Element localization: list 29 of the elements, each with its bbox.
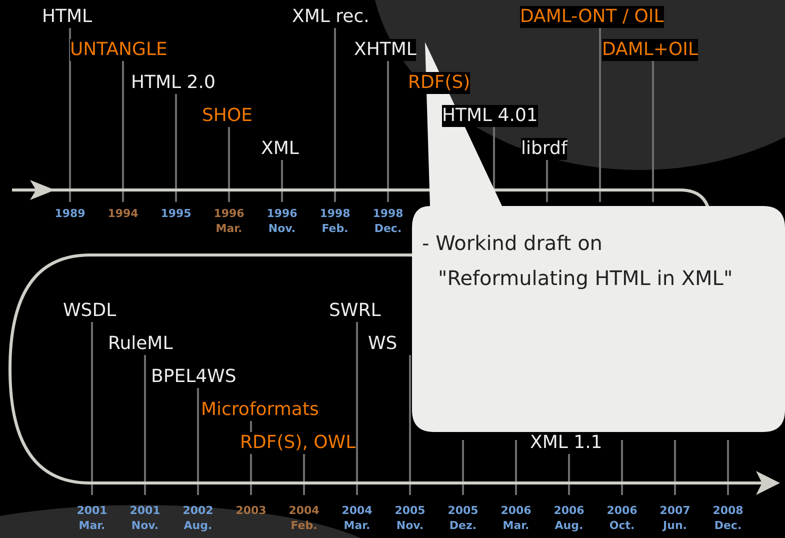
date-label: 1995 [160,206,192,221]
date-label: 1998 Dec. [372,206,404,236]
event-label: HTML 4.01 [442,105,538,127]
date-label: 1996 Mar. [212,206,246,236]
date-label: 2006 Aug. [552,503,586,533]
date-label: 1998 Feb. [318,206,352,236]
callout-text: - Workind draft on "Reformulating HTML in XML" [422,230,734,292]
date-label: 2002 Aug. [182,503,214,533]
date-label: 2007 Jun. [658,503,692,533]
event-label: RDF(S), OWL [240,432,356,454]
date-label: 2005 Dez. [446,503,480,533]
date-label: 2003 [234,503,268,518]
date-label: 2001 Nov. [128,503,162,533]
date-label: 2006 Mar. [500,503,532,533]
date-label: 2004 Feb. [288,503,320,533]
event-label: librdf [521,138,568,160]
date-label: 2004 Mar. [340,503,374,533]
event-label: DAML-ONT / OIL [520,6,664,28]
event-label: XHTML [354,39,416,61]
event-label: RDF(S) [408,72,470,94]
date-label: 2005 Nov. [394,503,426,533]
date-label: 1989 [54,206,86,221]
event-label: UNTANGLE [70,39,168,61]
date-label: 2006 Oct. [606,503,638,533]
date-label: 2008 Dec. [712,503,744,533]
date-label: 1996 Nov. [266,206,298,236]
date-label: 1994 [106,206,140,221]
event-label: DAML+OIL [602,39,698,61]
date-label: 2001 Mar. [76,503,108,533]
